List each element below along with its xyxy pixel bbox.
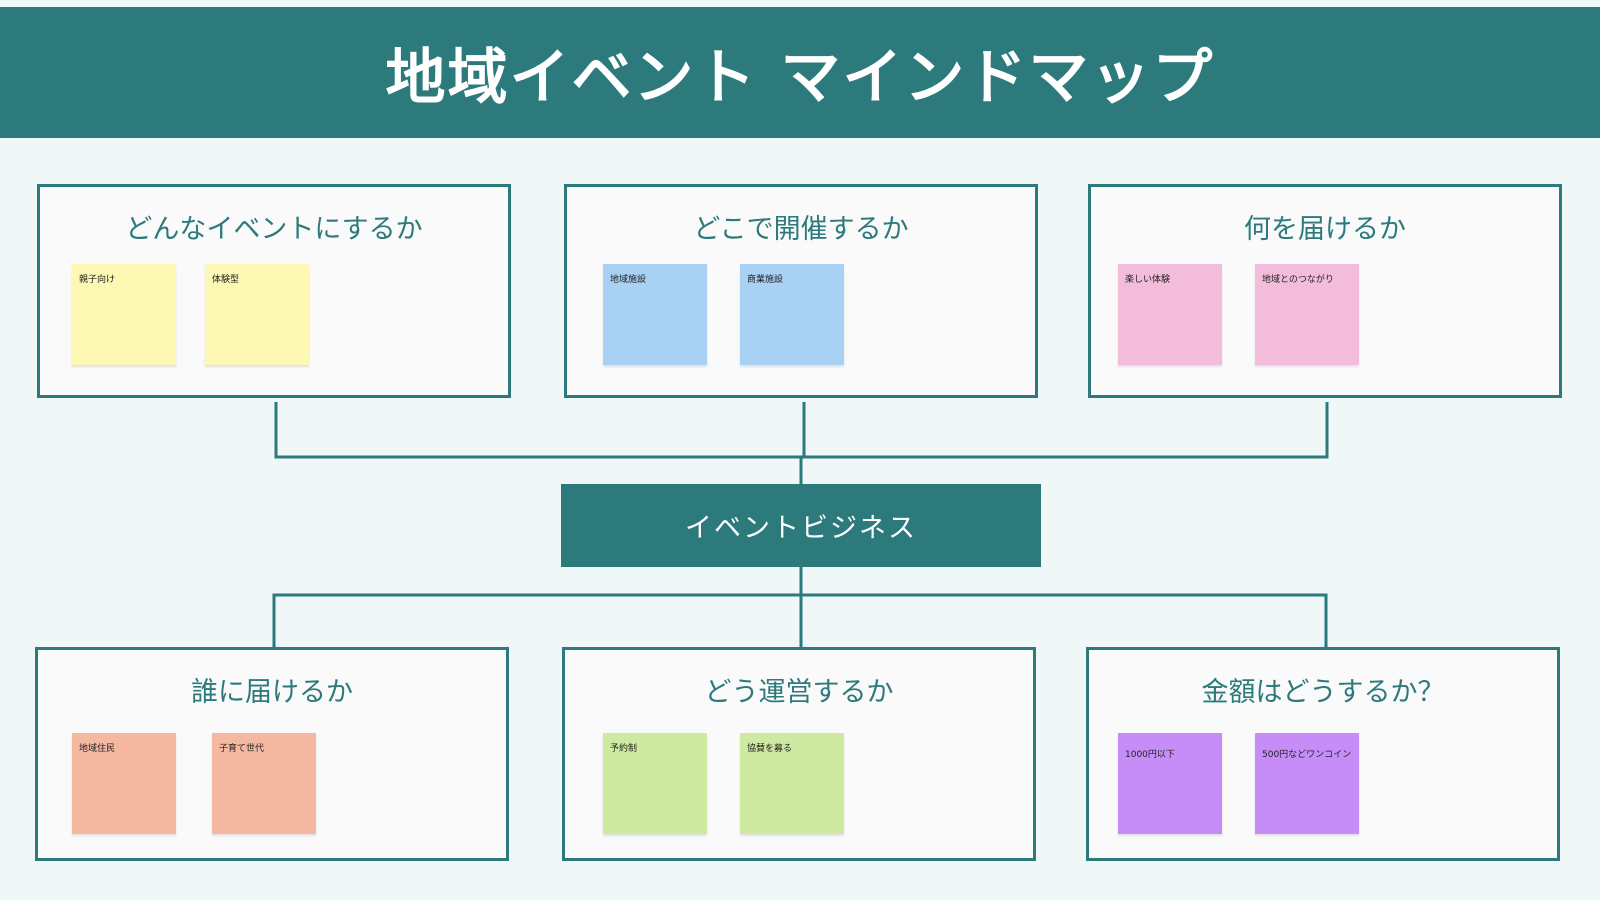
- topic-title: 誰に届けるか: [191, 677, 353, 708]
- sticky-note[interactable]: 親子向け: [72, 264, 176, 365]
- topic-title: 何を届けるか: [1244, 214, 1406, 245]
- topic-venue[interactable]: どこで開催するか 地域施設 商業施設: [564, 184, 1038, 398]
- topic-title: 金額はどうするか？: [1201, 677, 1445, 708]
- sticky-note[interactable]: 1000円以下: [1118, 733, 1222, 834]
- connector-top-left: [274, 402, 801, 459]
- topic-operation[interactable]: どう運営するか 予約制 協賛を募る: [562, 647, 1036, 861]
- sticky-note[interactable]: 協賛を募る: [740, 733, 844, 834]
- topic-deliverable[interactable]: 何を届けるか 楽しい体験 地域とのつながり: [1088, 184, 1562, 398]
- sticky-note[interactable]: 商業施設: [740, 264, 844, 365]
- topic-title: どう運営するか: [704, 677, 894, 708]
- header-banner: 地域イベント マインドマップ: [0, 7, 1600, 138]
- topic-title: どこで開催するか: [693, 214, 909, 245]
- sticky-note[interactable]: 地域施設: [603, 264, 707, 365]
- sticky-note[interactable]: 楽しい体験: [1118, 264, 1222, 365]
- topic-title: どんなイベントにするか: [125, 214, 423, 245]
- center-node[interactable]: イベントビジネス: [561, 484, 1041, 567]
- sticky-note[interactable]: 500円などワンコイン: [1255, 733, 1359, 834]
- connector-top-right: [801, 402, 1329, 459]
- sticky-note[interactable]: 地域住民: [72, 733, 176, 834]
- page-title: 地域イベント マインドマップ: [385, 43, 1215, 113]
- sticky-note[interactable]: 予約制: [603, 733, 707, 834]
- sticky-note[interactable]: 体験型: [205, 264, 309, 365]
- topic-pricing[interactable]: 金額はどうするか？ 1000円以下 500円などワンコイン: [1086, 647, 1560, 861]
- connector-bottom-left: [272, 593, 801, 648]
- connector-bottom-right: [801, 593, 1328, 648]
- topic-audience[interactable]: 誰に届けるか 地域住民 子育て世代: [35, 647, 509, 861]
- center-node-label: イベントビジネス: [685, 513, 917, 544]
- sticky-note[interactable]: 子育て世代: [212, 733, 316, 834]
- topic-event-type[interactable]: どんなイベントにするか 親子向け 体験型: [37, 184, 511, 398]
- sticky-note[interactable]: 地域とのつながり: [1255, 264, 1359, 365]
